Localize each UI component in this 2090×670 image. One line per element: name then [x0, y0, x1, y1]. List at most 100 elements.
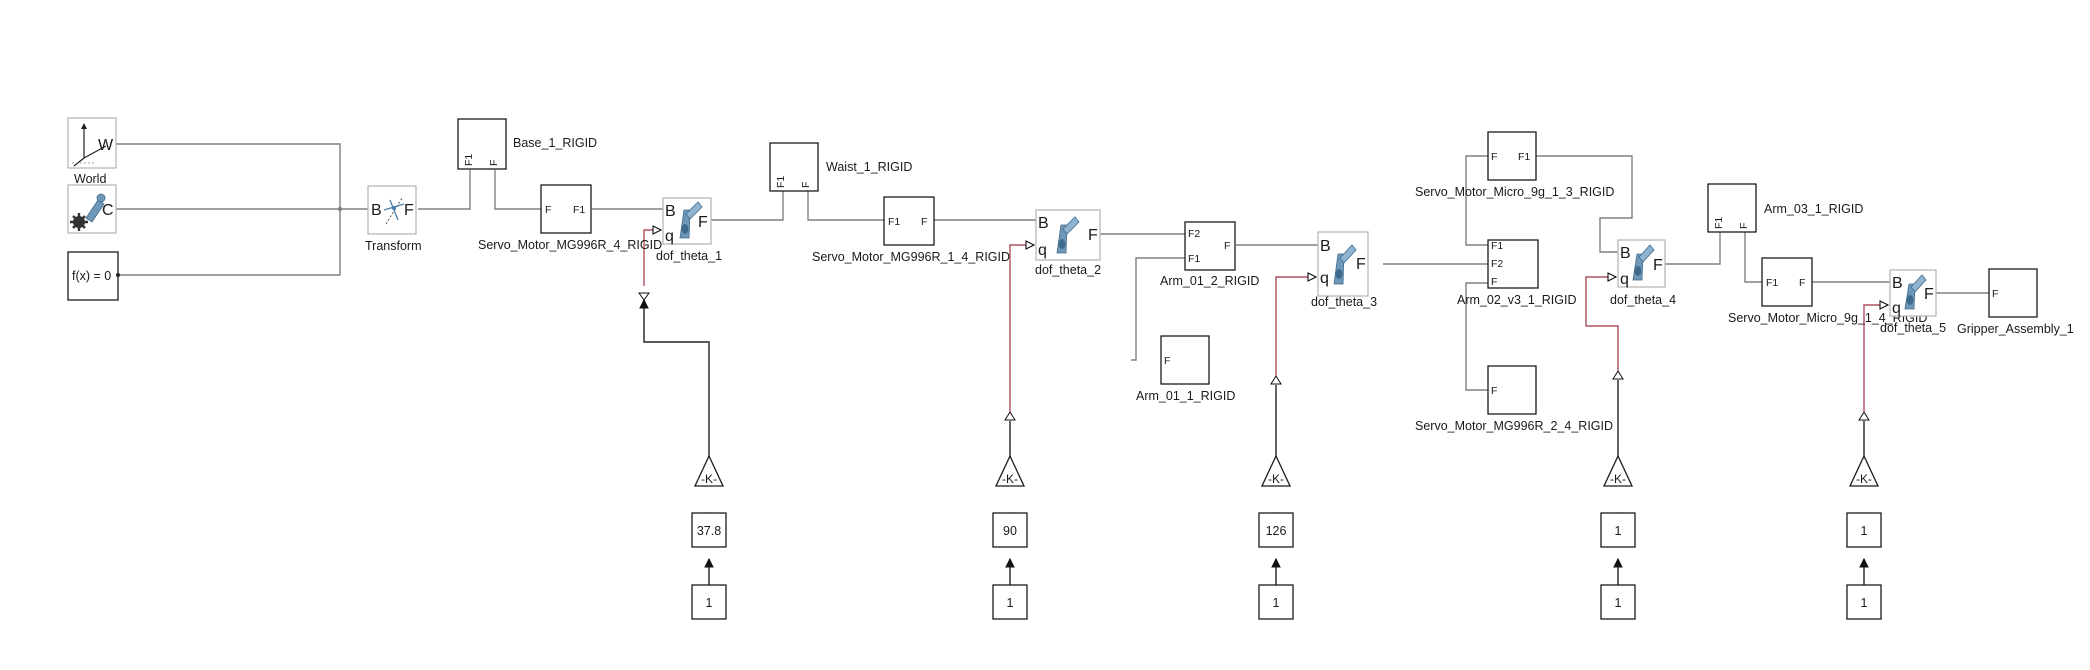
input-constant-block[interactable]: 1 [1258, 584, 1294, 620]
dof1-port-f: F [698, 214, 708, 231]
servo-micro-1-4-port-f1: F1 [1766, 277, 1778, 289]
dof5-port-q: q [1892, 300, 1901, 317]
arm03-port-f: F [1738, 223, 1750, 229]
dof-theta-4-block[interactable]: B q F [1617, 239, 1666, 288]
arm03-port-f1: F1 [1713, 217, 1725, 229]
gain-block[interactable]: -K- [1260, 454, 1292, 487]
multiplier-value: 126 [1266, 524, 1287, 538]
multiplier-value: 90 [1003, 524, 1017, 538]
fx-text: f(x) = 0 [72, 269, 111, 283]
multiplier-constant-block[interactable]: 126 [1258, 512, 1294, 548]
gain-text: -K- [1002, 472, 1018, 486]
waist-label: Waist_1_RIGID [826, 160, 912, 174]
servo-micro-1-3-block[interactable]: F F1 [1487, 131, 1537, 181]
dof3-port-f: F [1356, 256, 1366, 273]
gain-text: -K- [701, 472, 717, 486]
transform-label: Transform [365, 239, 422, 253]
dof5-label: dof_theta_5 [1880, 321, 1946, 335]
servo-mg996r-2-4-port-f: F [1491, 385, 1497, 397]
dof5-port-f: F [1924, 286, 1934, 303]
base-label: Base_1_RIGID [513, 136, 597, 150]
dof-theta-3-block[interactable]: B q F [1317, 231, 1369, 297]
dof3-port-q: q [1320, 270, 1329, 287]
dof2-label: dof_theta_2 [1035, 263, 1101, 277]
multiplier-value: 1 [1615, 524, 1622, 538]
servo-mg996r-1-4-label: Servo_Motor_MG996R_1_4_RIGID [812, 250, 1010, 264]
input-constant-block[interactable]: 1 [1846, 584, 1882, 620]
arm-01-1-block[interactable]: F [1160, 335, 1210, 385]
constant-value: 1 [1007, 596, 1014, 610]
multiplier-constant-block[interactable]: 1 [1846, 512, 1882, 548]
gain-block[interactable]: -K- [994, 454, 1026, 487]
servo-mg996r-4-label: Servo_Motor_MG996R_4_RIGID [478, 238, 662, 252]
dof-theta-1-block[interactable]: B q F [662, 197, 712, 245]
wrench-icon [85, 193, 106, 223]
arm-02-block[interactable]: F1 F2 F [1487, 239, 1539, 289]
servo-mg996r-4-port-f1: F1 [573, 204, 585, 216]
multiplier-constant-block[interactable]: 1 [1600, 512, 1636, 548]
revolute-joint-icon [679, 201, 703, 239]
servo-micro-1-4-block[interactable]: F1 F [1761, 257, 1813, 307]
dof-theta-2-block[interactable]: B q F [1035, 209, 1101, 261]
revolute-joint-icon [1632, 244, 1655, 281]
arm01-2-label: Arm_01_2_RIGID [1160, 274, 1259, 288]
servo-mg996r-4-block[interactable]: F F1 [540, 184, 592, 234]
fx-block[interactable]: f(x) = 0 [67, 251, 120, 301]
arm01-2-port-f1: F1 [1188, 253, 1200, 265]
solver-config-block[interactable]: C [67, 184, 117, 234]
input-constant-block[interactable]: 1 [992, 584, 1028, 620]
revolute-joint-icon [1904, 274, 1927, 310]
gain-block[interactable]: -K- [693, 454, 725, 487]
input-constant-block[interactable]: 1 [1600, 584, 1636, 620]
gain-block[interactable]: -K- [1602, 454, 1634, 487]
servo-micro-1-4-label: Servo_Motor_Micro_9g_1_4_RIGID [1728, 311, 1927, 325]
dof4-port-q: q [1620, 271, 1629, 288]
servo-micro-1-3-port-f1: F1 [1518, 151, 1530, 163]
dof2-port-b: B [1038, 215, 1049, 232]
servo-micro-1-3-label: Servo_Motor_Micro_9g_1_3_RIGID [1415, 185, 1614, 199]
servo-mg996r-1-4-port-f1: F1 [888, 216, 900, 228]
multiplier-constant-block[interactable]: 37.8 [691, 512, 727, 548]
waist-block[interactable]: F1 F [769, 142, 819, 192]
dof1-port-b: B [665, 203, 676, 220]
multiplier-value: 37.8 [697, 524, 721, 538]
gain-block[interactable]: -K- [1848, 454, 1880, 487]
constant-value: 1 [706, 596, 713, 610]
waist-port-f: F [800, 182, 812, 188]
gain-text: -K- [1856, 472, 1872, 486]
dof3-label: dof_theta_3 [1311, 295, 1377, 309]
arm01-2-port-f2: F2 [1188, 228, 1200, 240]
dof-theta-5-block[interactable]: B q F [1889, 269, 1937, 317]
world-label: World [74, 172, 106, 186]
dof1-label: dof_theta_1 [656, 249, 722, 263]
arm01-1-port-f: F [1164, 355, 1170, 367]
gear-icon [70, 213, 88, 231]
gripper-assembly-block[interactable]: F [1988, 268, 2038, 318]
servo-mg996r-4-port-f: F [545, 204, 551, 216]
servo-mg996r-1-4-port-f: F [921, 216, 927, 228]
arm-03-block[interactable]: F1 F [1707, 183, 1757, 233]
constant-value: 1 [1615, 596, 1622, 610]
world-frame-block[interactable]: W [67, 117, 117, 169]
transform-block[interactable]: B F [367, 185, 417, 235]
servo-mg996r-1-4-block[interactable]: F1 F [883, 196, 935, 246]
solver-port-label: C [102, 202, 114, 219]
base-block[interactable]: F1 F [457, 118, 507, 170]
gain-text: -K- [1268, 472, 1284, 486]
dof5-port-b: B [1892, 275, 1903, 292]
transform-port-f: F [404, 202, 414, 219]
world-axes-icon [72, 123, 107, 167]
arm03-label: Arm_03_1_RIGID [1764, 202, 1863, 216]
base-port-f1: F1 [463, 154, 475, 166]
input-constant-block[interactable]: 1 [691, 584, 727, 620]
connection-lines [92, 143, 1989, 391]
arm02-port-f2: F2 [1491, 258, 1503, 270]
base-port-f: F [488, 160, 500, 166]
servo-mg996r-2-4-block[interactable]: F [1487, 365, 1537, 415]
multiplier-constant-block[interactable]: 90 [992, 512, 1028, 548]
world-port-label: W [98, 137, 114, 154]
arm-01-2-block[interactable]: F2 F1 F [1184, 221, 1236, 271]
arm02-label: Arm_02_v3_1_RIGID [1457, 293, 1577, 307]
waist-port-f1: F1 [775, 176, 787, 188]
dof4-port-b: B [1620, 245, 1631, 262]
